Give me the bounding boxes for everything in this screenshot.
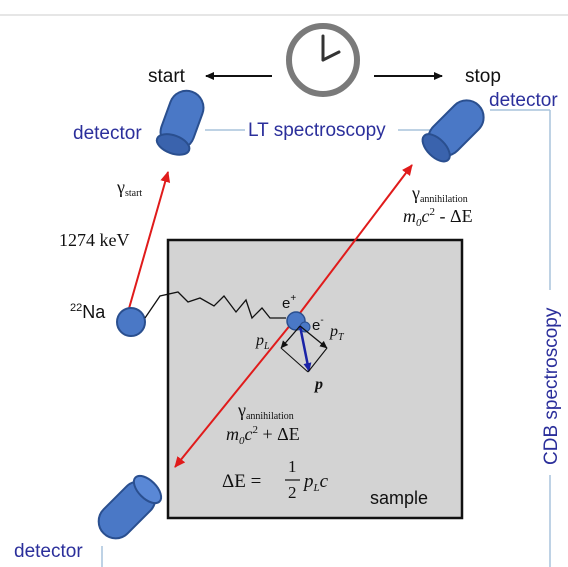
detector-top-right-icon <box>421 99 485 163</box>
source-icon <box>116 307 146 337</box>
detector-bottom-left-icon <box>97 474 163 540</box>
formula-denominator: 2 <box>288 483 297 502</box>
sample-box <box>166 238 464 520</box>
pL-label: pL <box>255 332 270 352</box>
start-label: start <box>148 66 186 87</box>
positron-label: e+ <box>282 293 296 312</box>
momentum-guide-2 <box>307 347 328 373</box>
momentum-pT-vector <box>299 325 328 349</box>
formula-rhs: pLc <box>302 471 329 494</box>
annihilation-ray-up <box>299 164 413 314</box>
cdb-spectroscopy-label: CDB spectroscopy <box>541 307 562 465</box>
detector-top-left-label: detector <box>73 123 142 144</box>
electron-label: e- <box>312 315 324 334</box>
p-label: p <box>313 376 323 393</box>
source-label: 22Na <box>70 302 106 322</box>
detector-top-right-label: detector <box>489 90 558 111</box>
clock-icon <box>286 23 360 97</box>
gamma-start-label: γstart <box>116 177 142 199</box>
source-energy-label: 1274 keV <box>59 230 130 250</box>
gamma-annihilation-top-label: γannihilation <box>411 183 468 205</box>
energy-top-label: m0c2 - ΔE <box>403 206 473 229</box>
momentum-pL-vector <box>280 325 301 349</box>
positron-track <box>144 291 286 320</box>
pT-label: pT <box>329 323 345 343</box>
stop-label: stop <box>465 66 501 87</box>
gamma-start-ray <box>127 171 171 313</box>
delta-e-formula: ΔE = 1 2 pLc <box>222 457 329 502</box>
formula-lhs: ΔE = <box>222 471 261 492</box>
momentum-guide-1 <box>280 347 309 373</box>
sample-label: sample <box>370 488 428 508</box>
momentum-p-vector <box>298 325 312 372</box>
gamma-annihilation-bottom-label: γannihilation <box>237 400 294 422</box>
annihilation-ray-down <box>174 312 301 468</box>
detector-top-left-icon <box>155 89 205 156</box>
energy-bottom-label: m0c2 + ΔE <box>226 424 300 447</box>
detector-bottom-left-label: detector <box>14 541 83 562</box>
lt-spectroscopy-label: LT spectroscopy <box>248 120 386 141</box>
formula-numerator: 1 <box>288 457 297 476</box>
